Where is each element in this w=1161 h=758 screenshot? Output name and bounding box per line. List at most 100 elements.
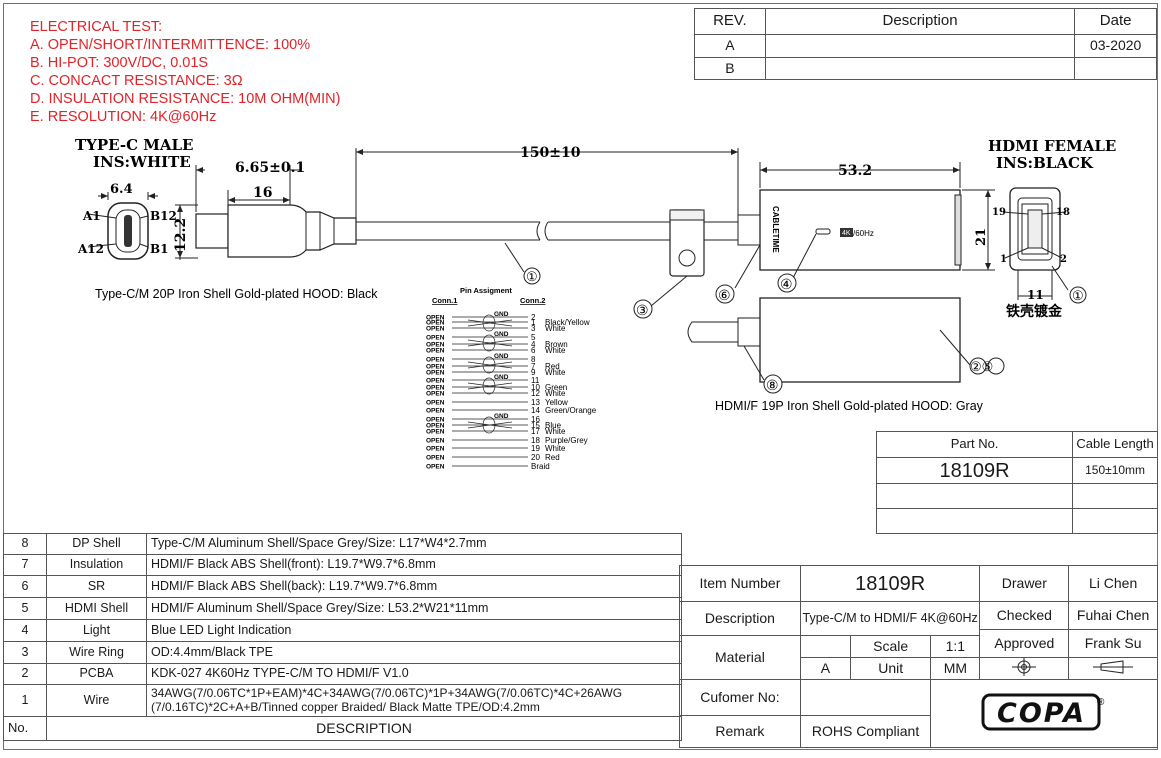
callout-3: ③ <box>636 302 649 318</box>
pin-open-label: OPEN <box>426 320 445 327</box>
electrical-test-title: ELECTRICAL TEST: <box>30 19 163 35</box>
pin-open-label: OPEN <box>426 464 445 471</box>
unit-value: MM <box>930 656 981 681</box>
cable-length-label: Cable Length <box>1072 431 1158 458</box>
callout-6: ⑥ <box>718 287 731 303</box>
dim-11: 11 <box>1027 288 1044 302</box>
a-label: A <box>799 656 852 681</box>
pin-number: 18 <box>531 436 540 445</box>
item-number-value: 18109R <box>799 565 981 602</box>
typec-title: TYPE-C MALE <box>75 136 193 154</box>
pin-open-label: OPEN <box>426 335 445 342</box>
pin-wire-color: White <box>545 389 566 398</box>
part-no-value: 18109R <box>875 457 1074 484</box>
pin-wire-color: Red <box>545 362 560 371</box>
pin-wire-color: Green <box>545 383 567 392</box>
gnd-label: GND <box>494 413 509 420</box>
hdmi-hood-caption: HDMI/F 19P Iron Shell Gold-plated HOOD: … <box>715 399 984 413</box>
bom-row-no: 6 <box>3 575 47 598</box>
pin-number: 6 <box>531 346 536 355</box>
typec-front-view <box>87 192 158 260</box>
gnd-label: GND <box>494 311 509 318</box>
pin-a12: A12 <box>77 242 104 256</box>
pin-open-label: OPEN <box>426 455 445 462</box>
bom-row-name: PCBA <box>46 663 147 685</box>
res-rate: /60Hz <box>853 229 874 238</box>
pin-wire-color: White <box>545 444 566 453</box>
pin-open-label: OPEN <box>426 446 445 453</box>
revision-table: REV. Description Date A 03-2020 B <box>694 8 1157 80</box>
pin-b12: B12 <box>150 209 177 223</box>
twisted-pair-marker <box>482 377 496 395</box>
remark-value: ROHS Compliant <box>799 715 932 749</box>
pin-number: 11 <box>531 376 540 385</box>
pin-18: 18 <box>1056 207 1070 218</box>
twisted-pair-cross <box>467 361 513 369</box>
pin-number: 16 <box>531 415 540 424</box>
bom-row-name: Wire Ring <box>46 641 147 664</box>
part-no-label: Part No. <box>875 431 1074 458</box>
company-logo: COPA ® <box>930 679 1158 749</box>
pin-wire-color: White <box>545 346 566 355</box>
bom-row-description: HDMI/F Aluminum Shell/Space Grey/Size: L… <box>146 597 682 620</box>
pin-open-label: OPEN <box>426 326 445 333</box>
bom-row-no: 4 <box>3 619 47 642</box>
pin-number: 10 <box>531 383 540 392</box>
bom-row-name: DP Shell <box>46 533 147 555</box>
bom-row-no: 7 <box>3 554 47 576</box>
res-badge: 4K <box>842 230 851 237</box>
callout-1-cable: ① <box>526 269 538 284</box>
remark-label: Remark <box>679 715 801 749</box>
material-value <box>799 635 852 658</box>
callout-1-hdmi: ① <box>1072 288 1084 303</box>
pin-open-label: OPEN <box>426 385 445 392</box>
twisted-pair-cross <box>467 421 513 429</box>
bom-footer-description: DESCRIPTION <box>46 716 682 741</box>
cone-projection-icon <box>1068 656 1158 681</box>
pin-open-label: OPEN <box>426 438 445 445</box>
scale-value: 1:1 <box>930 635 981 658</box>
twisted-pair-marker <box>482 356 496 374</box>
pin-wire-color: Purple/Grey <box>545 436 588 445</box>
pin-open-label: OPEN <box>426 357 445 364</box>
bom-row-no: 3 <box>3 641 47 664</box>
approved-label: Approved <box>979 629 1070 658</box>
pin-number: 9 <box>531 368 536 377</box>
pin-open-label: OPEN <box>426 423 445 430</box>
bom-row-description: OD:4.4mm/Black TPE <box>146 641 682 664</box>
callout-2-5: ②⑤ <box>970 359 993 374</box>
pin-assignment-conn1: Conn.1 <box>432 296 457 305</box>
hdmi-side-view <box>734 162 995 289</box>
pin-open-label: OPEN <box>426 370 445 377</box>
pin-1: 1 <box>1000 254 1007 265</box>
bom-row-description: Type-C/M Aluminum Shell/Space Grey/Size:… <box>146 533 682 555</box>
bom-row-no: 8 <box>3 533 47 555</box>
pin-wire-color: Blue <box>545 421 562 430</box>
typec-ins: INS:WHITE <box>93 153 191 171</box>
pin-open-label: OPEN <box>426 364 445 371</box>
logo-text: COPA <box>997 698 1086 729</box>
electrical-test-b: B. HI-POT: 300V/DC, 0.01S <box>30 55 209 71</box>
logo-registered-mark: ® <box>1097 697 1105 708</box>
pin-number: 19 <box>531 444 540 453</box>
drawer-value: Li Chen <box>1068 565 1158 602</box>
title-block: Item Number 18109R Drawer Li Chen Descri… <box>679 565 1158 749</box>
gnd-label: GND <box>494 331 509 338</box>
twisted-pair-marker <box>482 416 496 434</box>
pin-wire-color: Brown <box>545 340 568 349</box>
pin-number: 8 <box>531 355 536 364</box>
electrical-test-c: C. CONCACT RESISTANCE: 3Ω <box>30 73 243 89</box>
date-header: Date <box>1074 8 1157 35</box>
dim-21: 21 <box>974 228 989 246</box>
dim-16: 16 <box>253 185 272 201</box>
callout-8: ⑧ <box>766 377 779 393</box>
bom-row-no: 1 <box>3 684 47 717</box>
pin-number: 12 <box>531 389 540 398</box>
twisted-pair-marker <box>482 314 496 332</box>
rev-header: REV. <box>694 8 766 35</box>
